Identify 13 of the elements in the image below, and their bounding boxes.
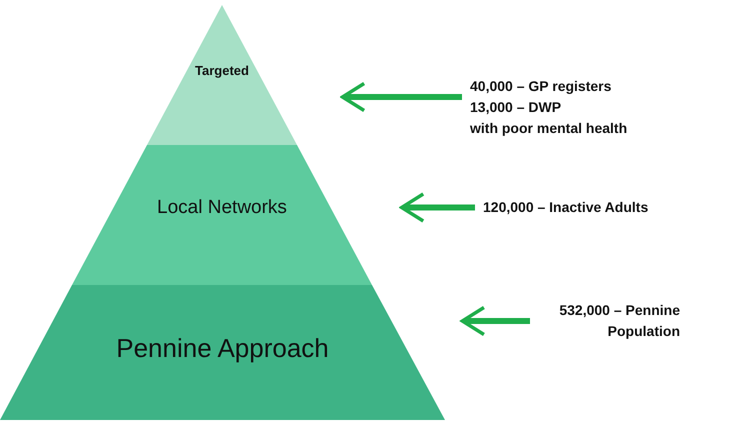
arrow (400, 192, 475, 223)
arrow (460, 306, 530, 336)
figure-text: 40,000 – GP registers (470, 77, 612, 96)
figure-text: 532,000 – Pennine Population (538, 300, 680, 342)
figure-text: 120,000 – Inactive Adults (483, 197, 733, 218)
tier-label: Local Networks (156, 197, 288, 219)
arrow (340, 82, 462, 112)
figure-text: with poor mental health (470, 119, 628, 138)
tier-label: Targeted (194, 63, 250, 78)
pyramid-tier (0, 285, 445, 420)
tier-label: Pennine Approach (115, 333, 330, 364)
figure-text: 13,000 – DWP (470, 98, 562, 117)
pyramid-tier (72, 145, 372, 285)
